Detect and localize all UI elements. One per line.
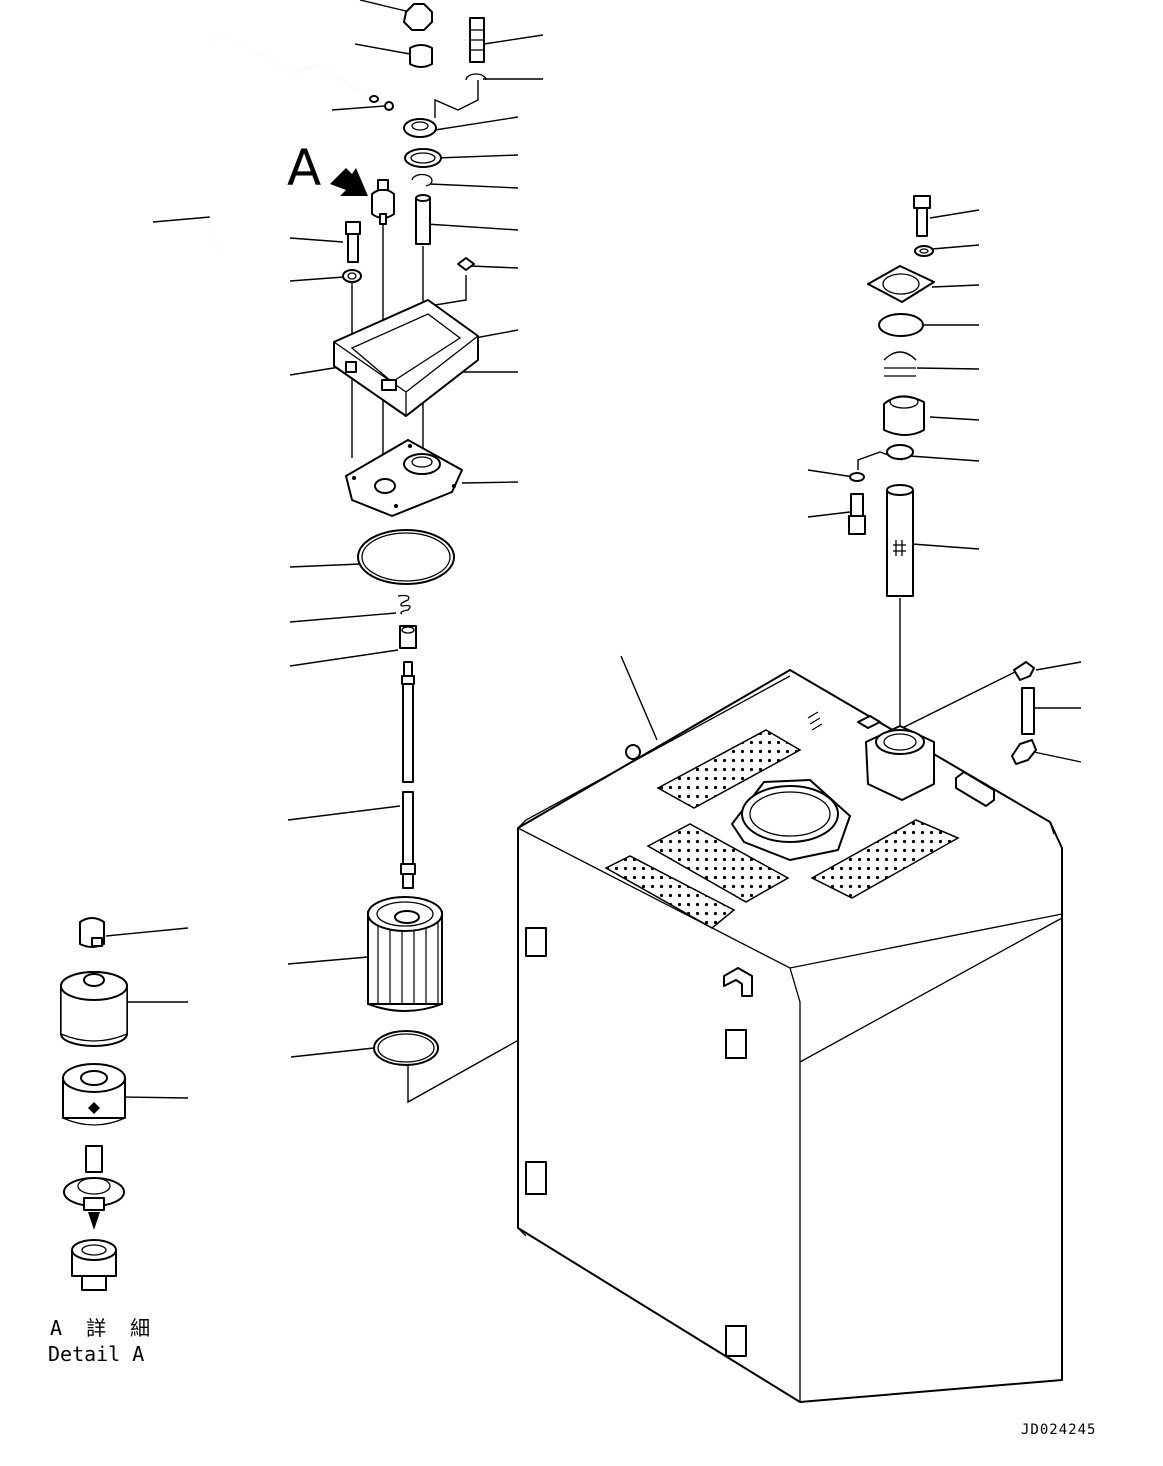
hose-fittings xyxy=(1011,661,1037,765)
filler-cap-assembly xyxy=(848,195,935,597)
breather-cap-parts xyxy=(342,3,487,283)
strainer-case xyxy=(333,299,479,417)
detail-a-arrow xyxy=(330,168,368,196)
hydraulic-tank xyxy=(517,669,1063,1403)
drawing-number: JD024245 xyxy=(1021,1422,1097,1438)
detail-a-parts xyxy=(60,917,128,1291)
detail-label-english: Detail A xyxy=(48,1342,145,1366)
detail-label-japanese: A 詳 細 xyxy=(50,1316,157,1340)
detail-a-callout-letter: A xyxy=(287,139,322,197)
filter-parts xyxy=(357,529,455,1066)
cover-plate xyxy=(345,439,463,517)
